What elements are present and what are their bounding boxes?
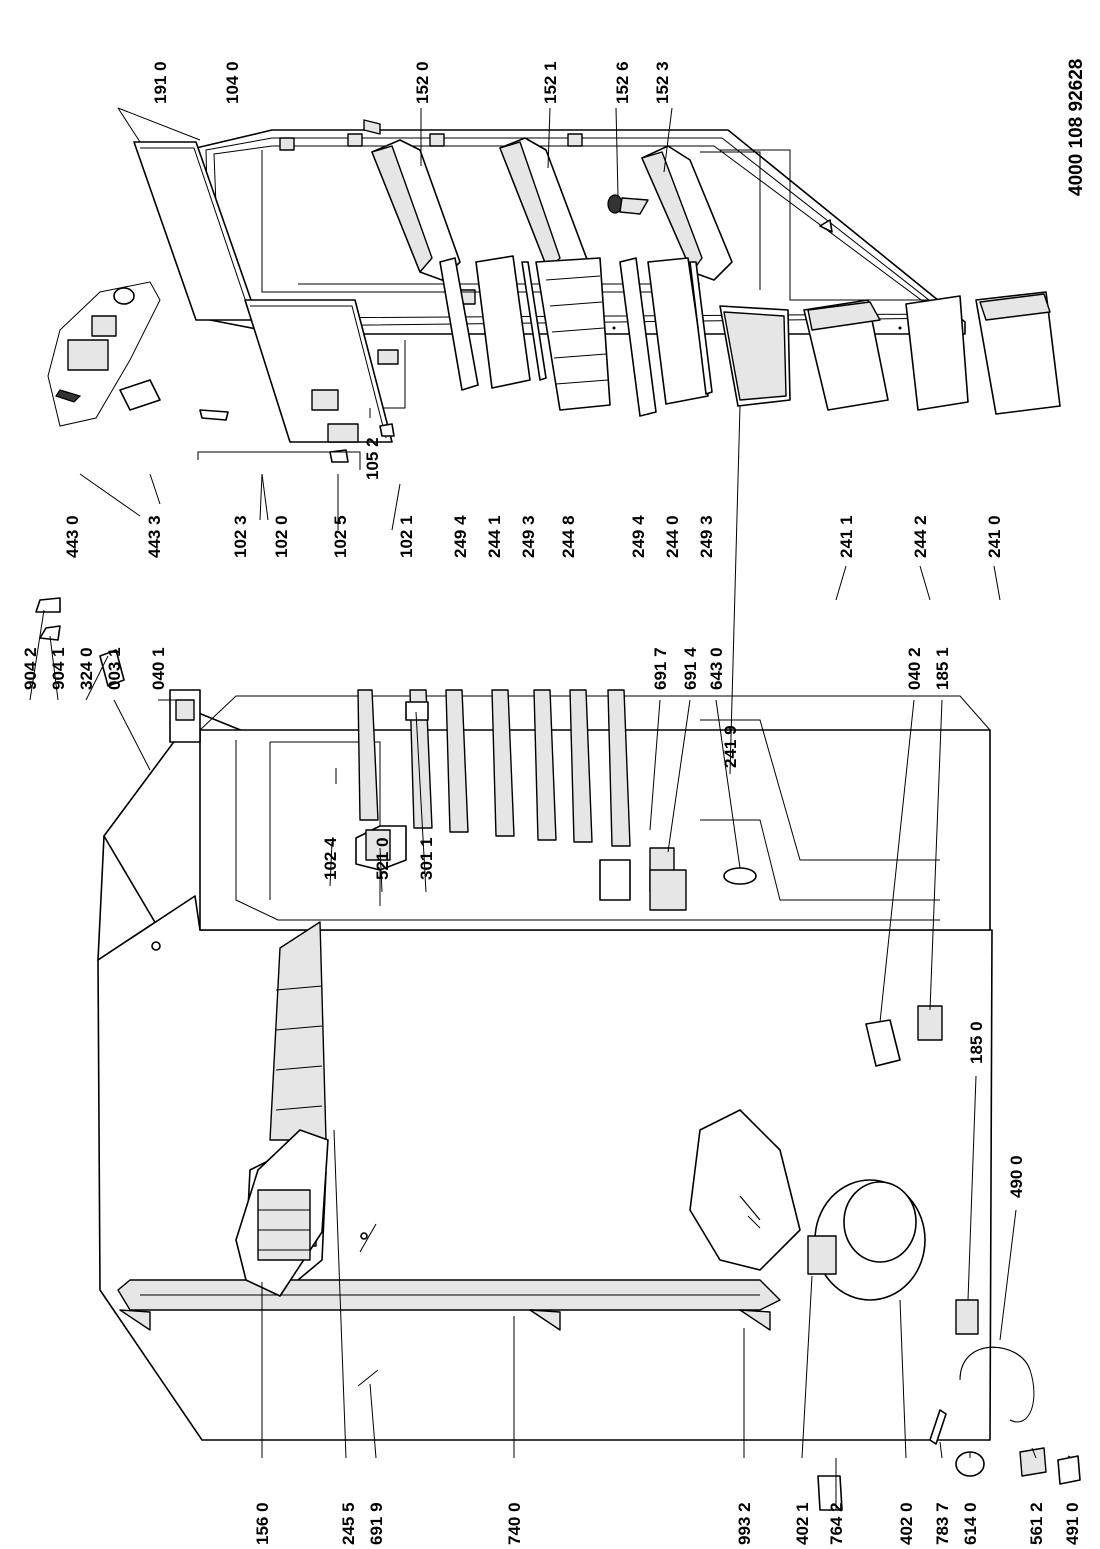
label-691-7: 691 7: [651, 647, 670, 690]
label-241-0: 241 0: [985, 515, 1004, 558]
label-152-3: 152 3: [653, 61, 672, 104]
control-cover-assembly: [47, 119, 381, 427]
label-152-6: 152 6: [613, 61, 632, 104]
label-102-1: 102 1: [397, 515, 416, 558]
leader-lines: [79, 107, 673, 784]
glass-shelf-top: [197, 299, 395, 470]
label-324-0: 324 0: [77, 647, 96, 690]
label-244-2: 244 2: [911, 515, 930, 558]
label-191-0: 191 0: [151, 61, 170, 104]
sensor-wires: [357, 1215, 761, 1387]
label-490-0: 490 0: [1007, 1155, 1026, 1198]
label-491-0: 491 0: [1063, 1502, 1082, 1545]
label-185-0: 185 0: [967, 1021, 986, 1064]
label-185-1: 185 1: [933, 647, 952, 690]
label-156-0: 156 0: [253, 1502, 272, 1545]
label-740-0: 740 0: [505, 1502, 524, 1545]
label-040-1: 040 1: [149, 647, 168, 690]
label-102-0: 102 0: [272, 515, 291, 558]
vent-grille: [235, 1129, 329, 1297]
label-003-1: 003 1: [105, 647, 124, 690]
label-301-1: 301 1: [417, 837, 436, 880]
label-249-4-lower: 249 4: [629, 515, 648, 558]
shelf-set-lower: [619, 257, 713, 417]
label-614-0: 614 0: [961, 1502, 980, 1545]
label-561-2: 561 2: [1027, 1502, 1046, 1545]
label-521-0: 521 0: [373, 837, 392, 880]
label-904-2: 904 2: [21, 647, 40, 690]
label-993-2: 993 2: [735, 1502, 754, 1545]
label-764-2: 764 2: [827, 1502, 846, 1545]
hinge-parts-bottom: [865, 1005, 979, 1335]
label-040-2: 040 2: [905, 647, 924, 690]
label-102-4: 102 4: [321, 837, 340, 880]
label-249-3-lower: 249 3: [697, 515, 716, 558]
label-152-0: 152 0: [413, 61, 432, 104]
part-labels: 191 0 104 0 152 0 152 1 152 6 152 3 105 …: [21, 61, 1082, 1545]
label-443-3: 443 3: [145, 515, 164, 558]
document-number: 4000 108 92628: [1066, 59, 1087, 196]
label-244-0: 244 0: [663, 515, 682, 558]
cabinet-body: [97, 689, 993, 1441]
label-105-2: 105 2: [363, 437, 382, 480]
shelf-set-upper: [439, 255, 611, 411]
leader-lines-bottom: [29, 405, 1073, 1510]
label-249-4-upper: 249 4: [451, 515, 470, 558]
label-102-5: 102 5: [331, 515, 350, 558]
label-244-8: 244 8: [559, 515, 578, 558]
label-249-3-upper: 249 3: [519, 515, 538, 558]
label-241-1: 241 1: [837, 515, 856, 558]
label-402-1: 402 1: [793, 1502, 812, 1545]
label-691-9: 691 9: [367, 1502, 386, 1545]
label-245-5: 245 5: [339, 1502, 358, 1545]
label-691-4: 691 4: [681, 647, 700, 690]
label-783-7: 783 7: [933, 1502, 952, 1545]
label-152-1: 152 1: [541, 61, 560, 104]
label-904-1: 904 1: [49, 647, 68, 690]
label-244-1: 244 1: [485, 515, 504, 558]
thermostat-knob-parts: [355, 701, 429, 871]
label-643-0: 643 0: [707, 647, 726, 690]
label-104-0: 104 0: [223, 61, 242, 104]
label-402-0: 402 0: [897, 1502, 916, 1545]
crisper-drawers: [719, 291, 1061, 415]
door-assembly: [133, 129, 966, 335]
label-443-0: 443 0: [63, 515, 82, 558]
label-102-3: 102 3: [231, 515, 250, 558]
